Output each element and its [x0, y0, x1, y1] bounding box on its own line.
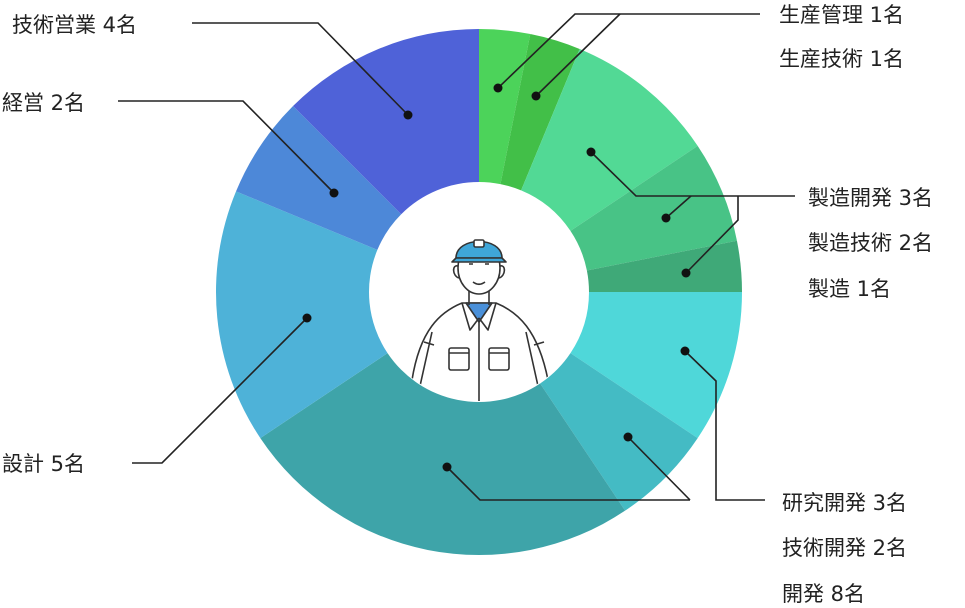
label-sekkei: 設計 5名 — [2, 452, 85, 476]
leader-gijutsu-kaihatsu — [627, 436, 691, 501]
dot-seisan-gijutsu — [531, 91, 541, 101]
leader-lines — [118, 13, 795, 501]
slice-3 — [521, 49, 698, 231]
leader-kaihatsu — [446, 466, 690, 501]
dot-gijutsu-kaihatsu — [623, 432, 633, 442]
leader-dots — [302, 83, 691, 472]
slice-8 — [260, 353, 626, 555]
label-seizo-gijutsu: 製造技術 2名 — [808, 231, 933, 255]
label-seisan-kanri: 生産管理 1名 — [779, 3, 904, 27]
dot-seizo-gijutsu — [661, 213, 671, 223]
leader-gijutsu-eigyo — [192, 22, 409, 116]
label-seisan-gijutsu: 生産技術 1名 — [779, 47, 904, 71]
leader-kenkyu-kaihatsu — [684, 350, 765, 501]
leader-seizo — [685, 196, 739, 274]
label-gijutsu-kaihatsu: 技術開発 2名 — [782, 536, 907, 560]
slice-1 — [479, 29, 531, 185]
leader-seizo-gijutsu — [665, 195, 692, 219]
label-kaihatsu: 開発 8名 — [782, 582, 865, 606]
label-gijutsu-eigyo: 技術営業 4名 — [12, 13, 137, 37]
label-seizo-kaihatsu: 製造開発 3名 — [808, 186, 933, 210]
slice-9 — [216, 191, 388, 439]
dot-keiei — [329, 188, 339, 198]
dot-gijutsu-eigyo — [403, 110, 413, 120]
slice-7 — [540, 353, 698, 511]
leader-sekkei — [132, 317, 308, 464]
leader-seisan-kanri — [497, 13, 760, 89]
slice-4 — [570, 145, 737, 271]
leader-seizo-kaihatsu — [590, 151, 795, 197]
slice-5 — [586, 240, 742, 292]
dot-kenkyu-kaihatsu — [680, 346, 690, 356]
leader-seisan-gijutsu — [535, 13, 621, 97]
slice-6 — [570, 292, 742, 439]
label-kenkyu-kaihatsu: 研究開発 3名 — [782, 491, 907, 515]
dot-seisan-kanri — [493, 83, 503, 93]
dot-kaihatsu — [442, 462, 452, 472]
dot-seizo — [681, 268, 691, 278]
dot-seizo-kaihatsu — [586, 147, 596, 157]
worker-icon — [370, 183, 588, 401]
label-seizo: 製造 1名 — [808, 277, 891, 301]
leader-keiei — [118, 100, 335, 194]
data-labels: 生産管理 1名 生産技術 1名 製造開発 3名 製造技術 2名 製造 1名 研究… — [2, 3, 933, 606]
dot-sekkei — [302, 313, 312, 323]
slice-11 — [293, 29, 479, 215]
label-keiei: 経営 2名 — [2, 91, 85, 115]
donut-slices — [216, 29, 742, 555]
